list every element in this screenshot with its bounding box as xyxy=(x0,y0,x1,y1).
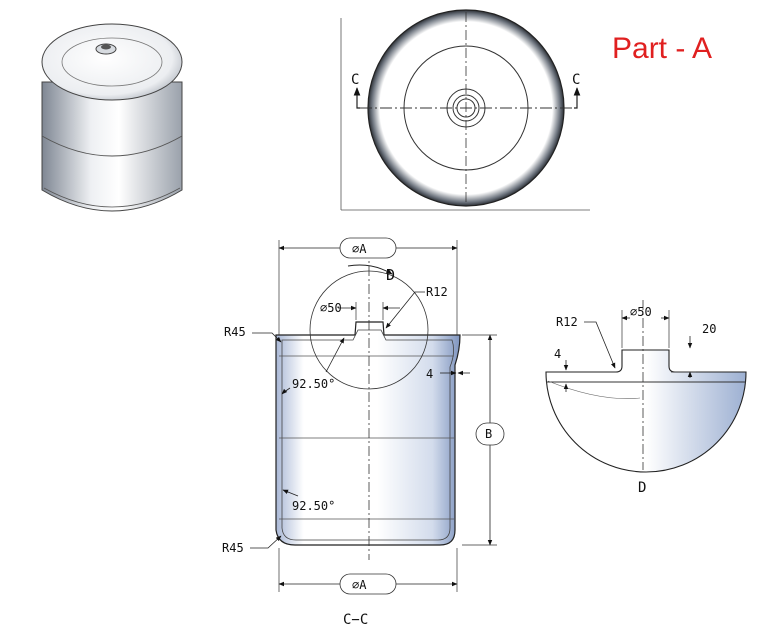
height-label: B xyxy=(485,427,492,441)
dimension-neck-dia: ⌀50 xyxy=(320,301,342,315)
detail-radius-label: R12 xyxy=(556,315,578,329)
section-view xyxy=(250,237,505,595)
section-caption: C−C xyxy=(343,612,368,628)
section-label-left: C xyxy=(351,72,359,88)
angle-bottom-label: 92.50° xyxy=(292,499,335,513)
detail-ref-label: D xyxy=(386,266,395,284)
thickness-label: 4 xyxy=(426,367,433,381)
dimension-dia-bottom: ⌀A xyxy=(352,578,367,592)
detail-neck-height-label: 20 xyxy=(702,322,716,336)
radius-bottom-label: R45 xyxy=(222,541,244,555)
angle-top-label: 92.50° xyxy=(292,377,335,391)
radius-neck-label: R12 xyxy=(426,285,448,299)
detail-view xyxy=(545,300,747,473)
section-label-right: C xyxy=(572,72,580,88)
detail-thickness-label: 4 xyxy=(554,347,561,361)
radius-top-label: R45 xyxy=(224,325,246,339)
dimension-dia-top: ⌀A xyxy=(352,242,367,256)
detail-neck-dia-label: ⌀50 xyxy=(630,305,652,319)
top-view xyxy=(340,9,590,211)
part-title: Part - A xyxy=(612,32,713,65)
isometric-view xyxy=(41,23,183,212)
detail-caption: D xyxy=(638,480,646,496)
